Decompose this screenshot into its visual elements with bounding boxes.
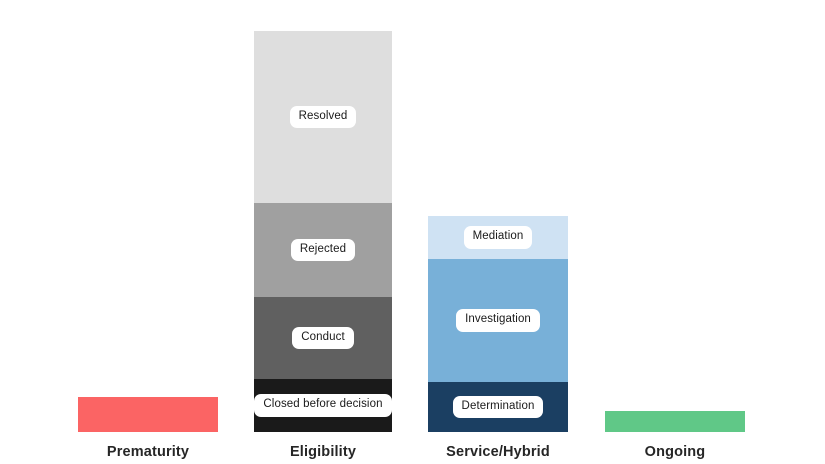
bar-segment-rejected[interactable]: Rejected xyxy=(254,203,392,297)
segment-label-investigation: Investigation xyxy=(456,309,540,332)
bar-stack-ongoing xyxy=(605,411,745,432)
segment-label-determination: Determination xyxy=(452,395,544,419)
bar-segment-investigation[interactable]: Investigation xyxy=(428,259,568,382)
bar-stack-service-hybrid: Mediation Investigation Determination xyxy=(428,216,568,432)
segment-label-rejected: Rejected xyxy=(290,238,356,262)
bar-group-prematurity: Prematurity xyxy=(78,0,218,464)
bar-segment-mediation[interactable]: Mediation xyxy=(428,216,568,259)
bar-stack-eligibility: Resolved Rejected Conduct Closed before … xyxy=(254,31,392,432)
segment-label-resolved: Resolved xyxy=(289,105,357,129)
segment-label-mediation: Mediation xyxy=(463,226,533,249)
category-label-service-hybrid: Service/Hybrid xyxy=(446,444,550,460)
bar-segment-prematurity[interactable] xyxy=(78,397,218,432)
bar-group-ongoing: Ongoing xyxy=(605,0,745,464)
bar-segment-conduct[interactable]: Conduct xyxy=(254,297,392,379)
bar-segment-ongoing[interactable] xyxy=(605,411,745,432)
bar-group-eligibility: Resolved Rejected Conduct Closed before … xyxy=(254,0,392,464)
category-label-ongoing: Ongoing xyxy=(644,444,706,460)
segment-label-conduct: Conduct xyxy=(292,326,354,350)
category-label-eligibility: Eligibility xyxy=(289,444,357,460)
bar-stack-prematurity xyxy=(78,397,218,432)
bar-group-service-hybrid: Mediation Investigation Determination Se… xyxy=(428,0,568,464)
bar-segment-resolved[interactable]: Resolved xyxy=(254,31,392,203)
bar-segment-closed-before-decision[interactable]: Closed before decision xyxy=(254,379,392,432)
bar-segment-determination[interactable]: Determination xyxy=(428,382,568,432)
segment-label-closed-before-decision: Closed before decision xyxy=(254,394,392,417)
category-label-prematurity: Prematurity xyxy=(106,444,190,460)
